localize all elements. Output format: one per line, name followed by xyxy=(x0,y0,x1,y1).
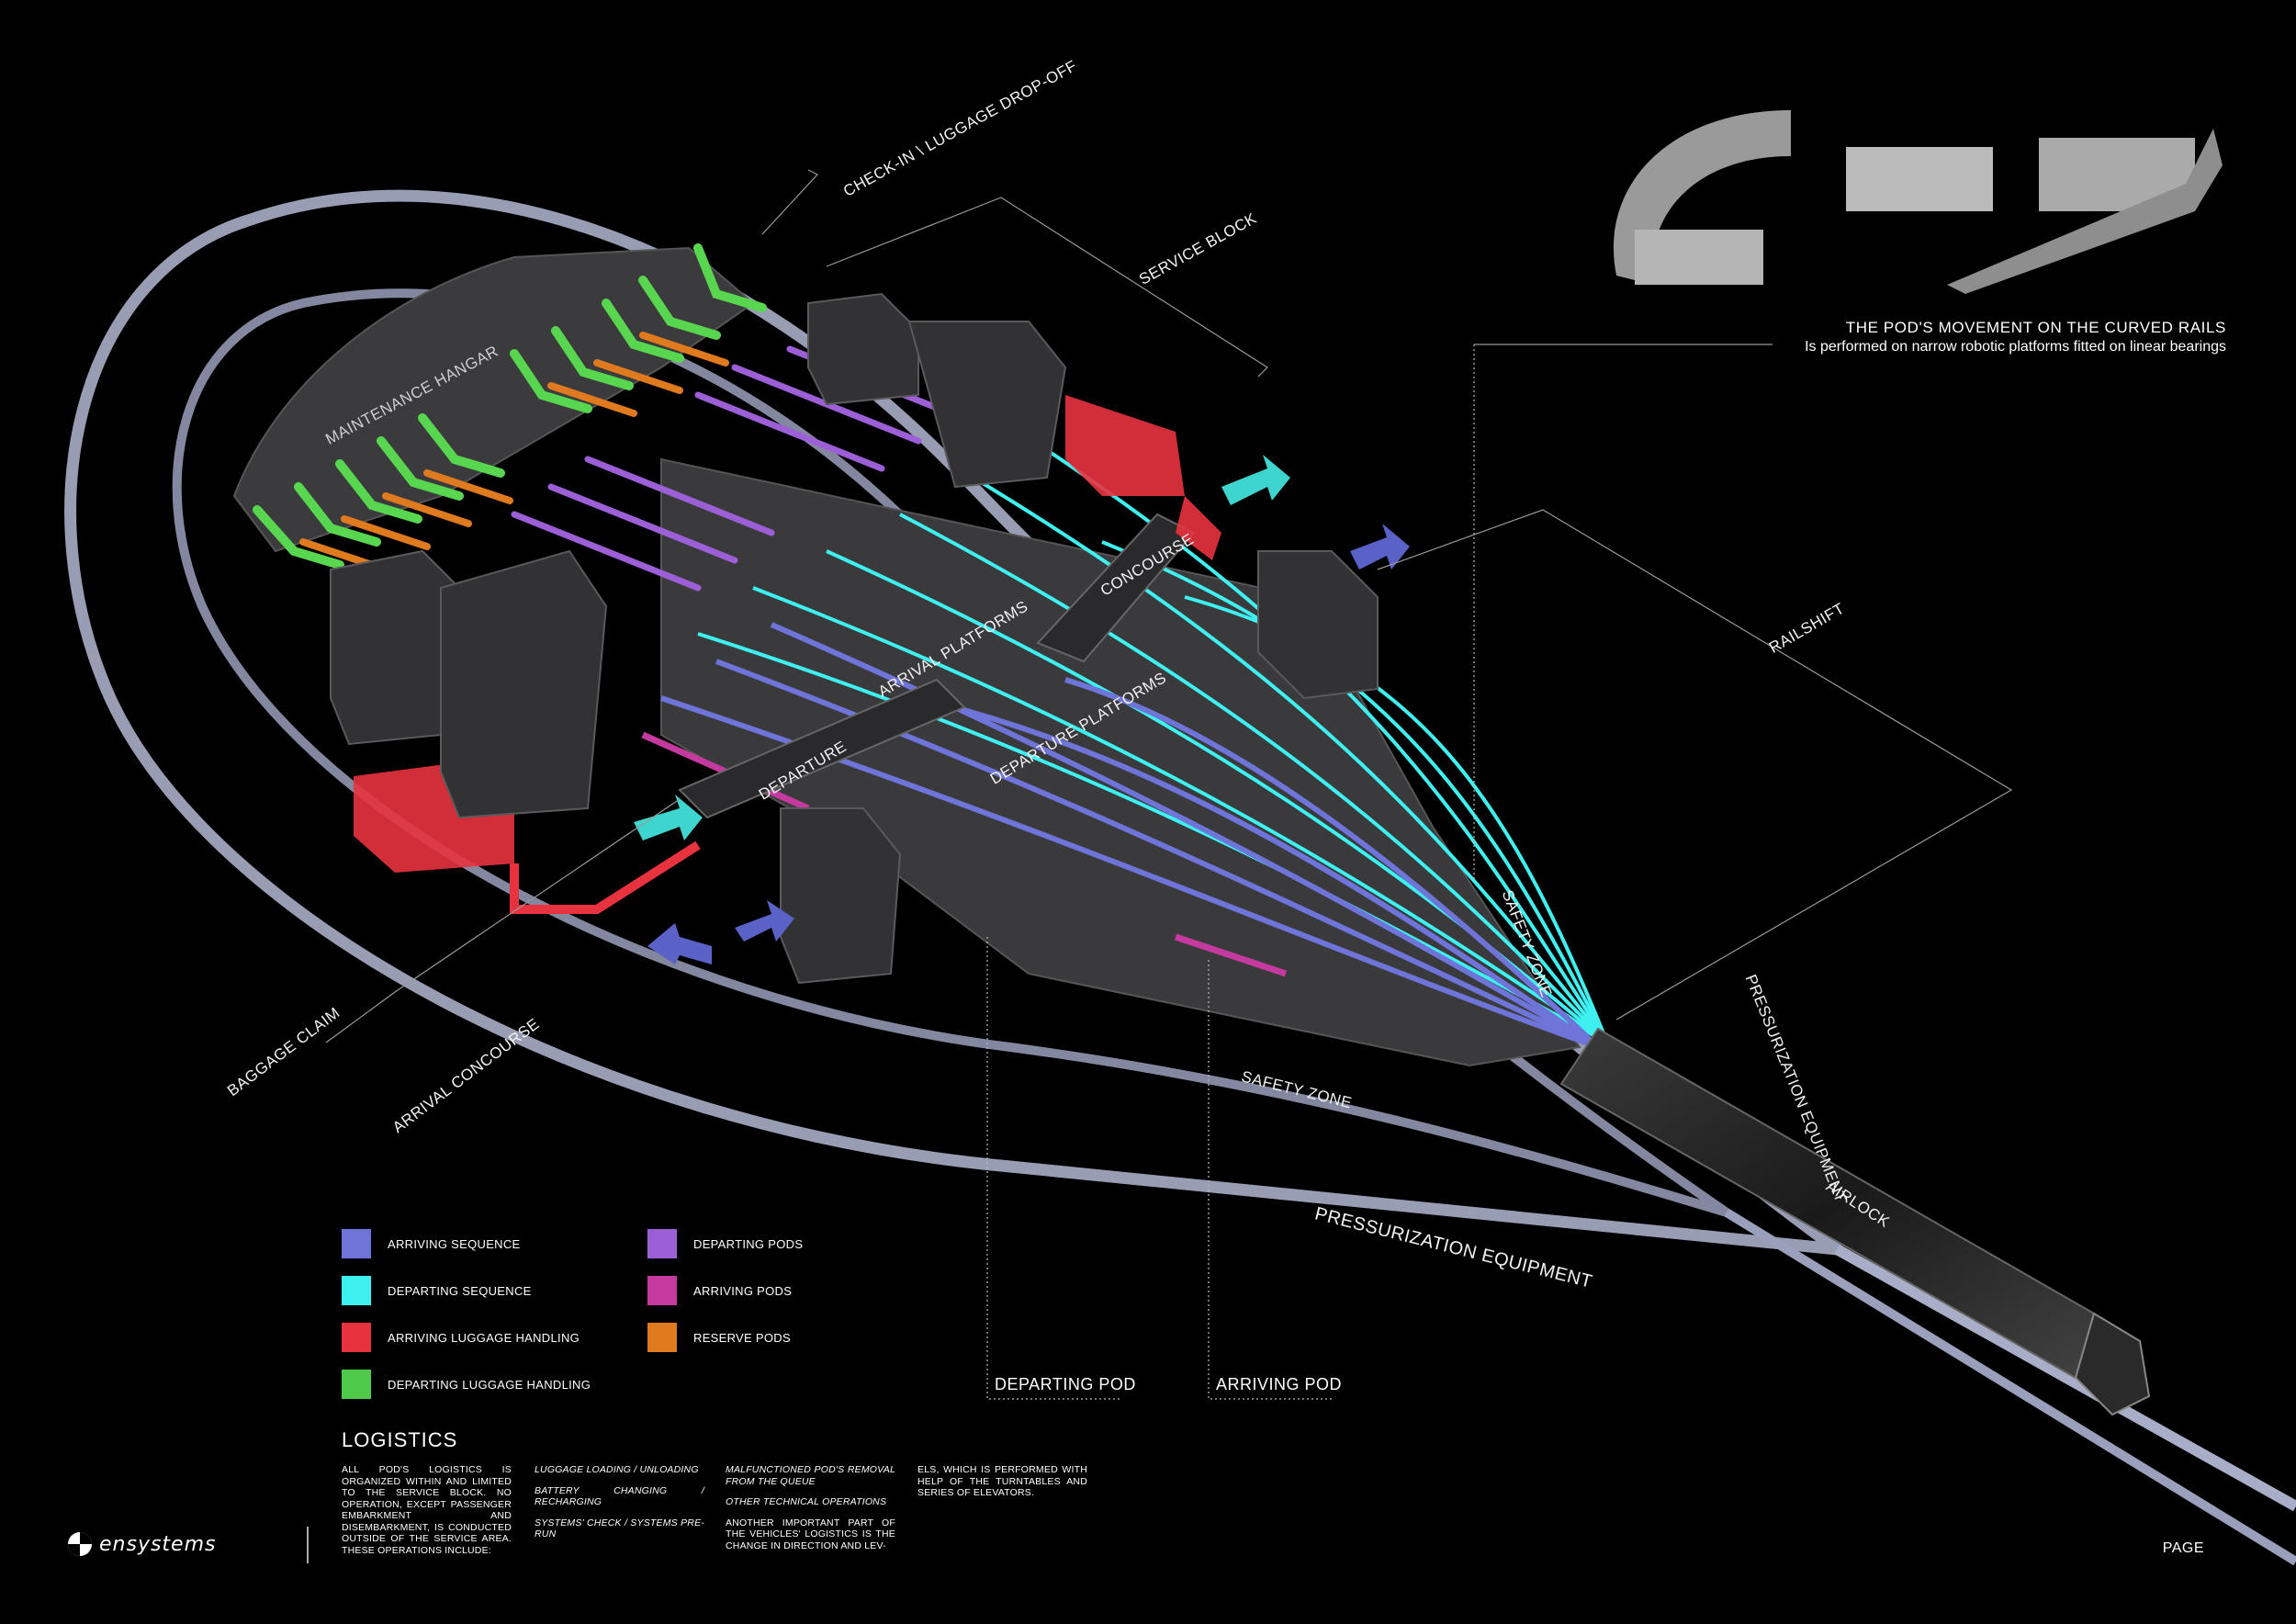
pod-guidelines xyxy=(986,344,1475,1400)
legend-swatch xyxy=(342,1276,371,1305)
legend-item: ARRIVING LUGGAGE HANDLING xyxy=(342,1323,580,1352)
service-blocks xyxy=(330,292,1379,985)
legend-item: ARRIVING SEQUENCE xyxy=(342,1229,521,1258)
label-arriving-pod: ARRIVING POD xyxy=(1216,1375,1343,1393)
arrow-cyan-1 xyxy=(1221,455,1290,505)
legend-swatch xyxy=(647,1276,677,1305)
airlock-end xyxy=(2074,1312,2151,1416)
brand-name: ensystems xyxy=(99,1532,217,1556)
arrow-blue-2 xyxy=(735,900,794,942)
legend-item: DEPARTING SEQUENCE xyxy=(342,1276,532,1305)
legend-label: ARRIVING SEQUENCE xyxy=(388,1236,521,1251)
legend-swatch xyxy=(342,1370,371,1399)
departure-bar xyxy=(678,678,966,819)
legend-label: ARRIVING LUGGAGE HANDLING xyxy=(388,1330,580,1345)
legend-label: ARRIVING PODS xyxy=(693,1283,793,1298)
brand-logo: ensystems xyxy=(66,1530,216,1558)
legend-item: DEPARTING PODS xyxy=(647,1229,803,1258)
logistics-item: MALFUNCTIONED POD'S REMOVAL FROM THE QUE… xyxy=(726,1464,895,1487)
logistics-col-4: ELS, WHICH IS PERFORMED WITH HELP OF THE… xyxy=(917,1464,1087,1498)
rail-caption-title: THE POD'S MOVEMENT ON THE CURVED RAILS xyxy=(1845,319,2226,336)
curved-rail-photo xyxy=(1613,110,1791,285)
legend-swatch xyxy=(342,1323,371,1352)
legend-item: DEPARTING LUGGAGE HANDLING xyxy=(342,1370,591,1399)
legend-item: ARRIVING PODS xyxy=(647,1276,792,1305)
brand-mark-icon xyxy=(68,1532,92,1556)
arrow-cyan-2 xyxy=(634,795,703,840)
logistics-col-2: LUGGAGE LOADING / UNLOADING BATTERY CHAN… xyxy=(535,1464,704,1550)
legend-item: RESERVE PODS xyxy=(647,1323,791,1352)
rail-segment-photo xyxy=(1947,129,2223,294)
logistics-col-1: ALL POD'S LOGISTICS IS ORGANIZED WITHIN … xyxy=(342,1464,512,1556)
legend-label: DEPARTING PODS xyxy=(693,1236,804,1251)
rail-caption-subtitle: Is performed on narrow robotic platforms… xyxy=(1805,339,2226,355)
logistics-item: SYSTEMS' CHECK / SYSTEMS PRE-RUN xyxy=(535,1517,704,1540)
rail-extension-1 xyxy=(1834,1244,2296,1512)
page-label: PAGE xyxy=(2162,1540,2204,1556)
logistics-col-3: MALFUNCTIONED POD'S REMOVAL FROM THE QUE… xyxy=(726,1464,895,1551)
bogie-photo-2 xyxy=(1846,147,1993,211)
departing-luggage-handling xyxy=(253,243,767,570)
legend-label: DEPARTING LUGGAGE HANDLING xyxy=(388,1377,591,1392)
callout-lines xyxy=(325,169,2013,1043)
legend-swatch xyxy=(342,1229,371,1258)
label-departing-pod: DEPARTING POD xyxy=(995,1375,1136,1393)
logistics-item: LUGGAGE LOADING / UNLOADING xyxy=(535,1464,699,1475)
legend-swatch xyxy=(647,1323,677,1352)
legend-label: RESERVE PODS xyxy=(693,1330,791,1345)
rail-photos xyxy=(1613,110,2223,294)
legend: ARRIVING SEQUENCE DEPARTING SEQUENCE ARR… xyxy=(342,1229,856,1404)
legend-swatch xyxy=(647,1229,677,1258)
logistics-title: LOGISTICS xyxy=(342,1428,458,1451)
arrow-blue-3 xyxy=(647,923,712,964)
bogie-photo-1 xyxy=(1635,230,1763,285)
logistics-item: BATTERY CHANGING / RECHARGING xyxy=(535,1484,704,1508)
logistics-item: OTHER TECHNICAL OPERATIONS xyxy=(726,1496,887,1507)
luggage-conveyor xyxy=(510,840,701,914)
rail-extension-2 xyxy=(1724,1208,2296,1566)
reserve-pods xyxy=(299,332,729,573)
logistics-text: ANOTHER IMPORTANT PART OF THE VEHICLES' … xyxy=(726,1517,895,1551)
logo-divider xyxy=(307,1527,309,1563)
arrow-blue-1 xyxy=(1350,524,1410,570)
legend-label: DEPARTING SEQUENCE xyxy=(388,1283,532,1298)
